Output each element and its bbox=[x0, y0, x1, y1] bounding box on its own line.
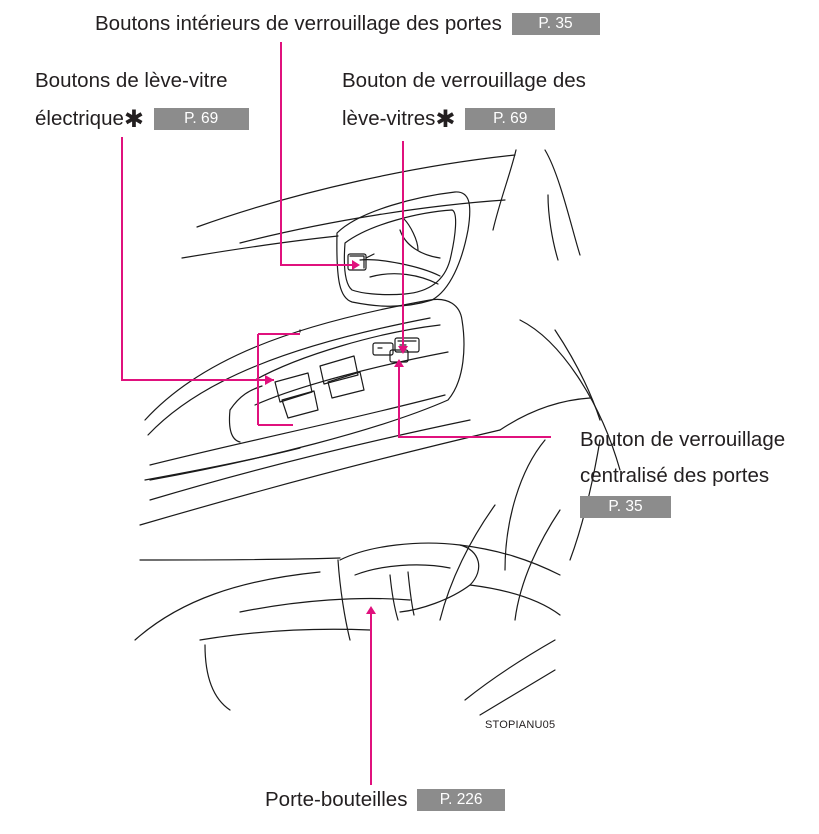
page-badge: P. 69 bbox=[465, 108, 556, 130]
callout-power-window-row2: électrique✱ P. 69 bbox=[35, 106, 249, 133]
asterisk-icon: ✱ bbox=[123, 106, 144, 133]
callout-power-window-line1: Boutons de lève-vitre bbox=[35, 69, 228, 92]
callout-window-lock-line1: Bouton de verrouillage des bbox=[342, 69, 586, 92]
callout-window-lock-line2: lève-vitres bbox=[342, 107, 436, 130]
page-badge: P. 69 bbox=[153, 108, 249, 130]
callout-interior-lock-text: Boutons intérieurs de verrouillage des p… bbox=[95, 12, 502, 35]
callout-window-lock: Bouton de verrouillage des bbox=[342, 69, 586, 93]
callout-power-window: Boutons de lève-vitre bbox=[35, 69, 228, 93]
asterisk-icon: ✱ bbox=[435, 106, 456, 133]
page-badge: P. 226 bbox=[417, 789, 506, 811]
page-badge: P. 35 bbox=[580, 496, 671, 518]
page-badge: P. 35 bbox=[511, 13, 600, 35]
leader-interior-lock bbox=[280, 42, 352, 266]
callout-interior-lock: Boutons intérieurs de verrouillage des p… bbox=[95, 12, 600, 36]
callout-central-lock: Bouton de verrouillage bbox=[580, 428, 785, 452]
callout-bottle-holder-text: Porte-bouteilles bbox=[265, 788, 408, 811]
leader-central-lock bbox=[398, 367, 551, 438]
leader-lines bbox=[121, 42, 551, 785]
callout-central-lock-line2: centralisé des portes bbox=[580, 464, 770, 487]
leader-power-window bbox=[121, 137, 258, 381]
callout-window-lock-row2: lève-vitres✱ P. 69 bbox=[342, 106, 556, 133]
callout-power-window-line2: électrique bbox=[35, 107, 124, 130]
callout-bottle-holder: Porte-bouteilles P. 226 bbox=[265, 788, 506, 812]
callout-central-lock-line1: Bouton de verrouillage bbox=[580, 428, 786, 451]
figure-code: STOPIANU05 bbox=[485, 719, 556, 731]
callout-central-lock-row3: P. 35 bbox=[580, 495, 671, 519]
callout-central-lock-row2: centralisé des portes bbox=[580, 464, 769, 488]
